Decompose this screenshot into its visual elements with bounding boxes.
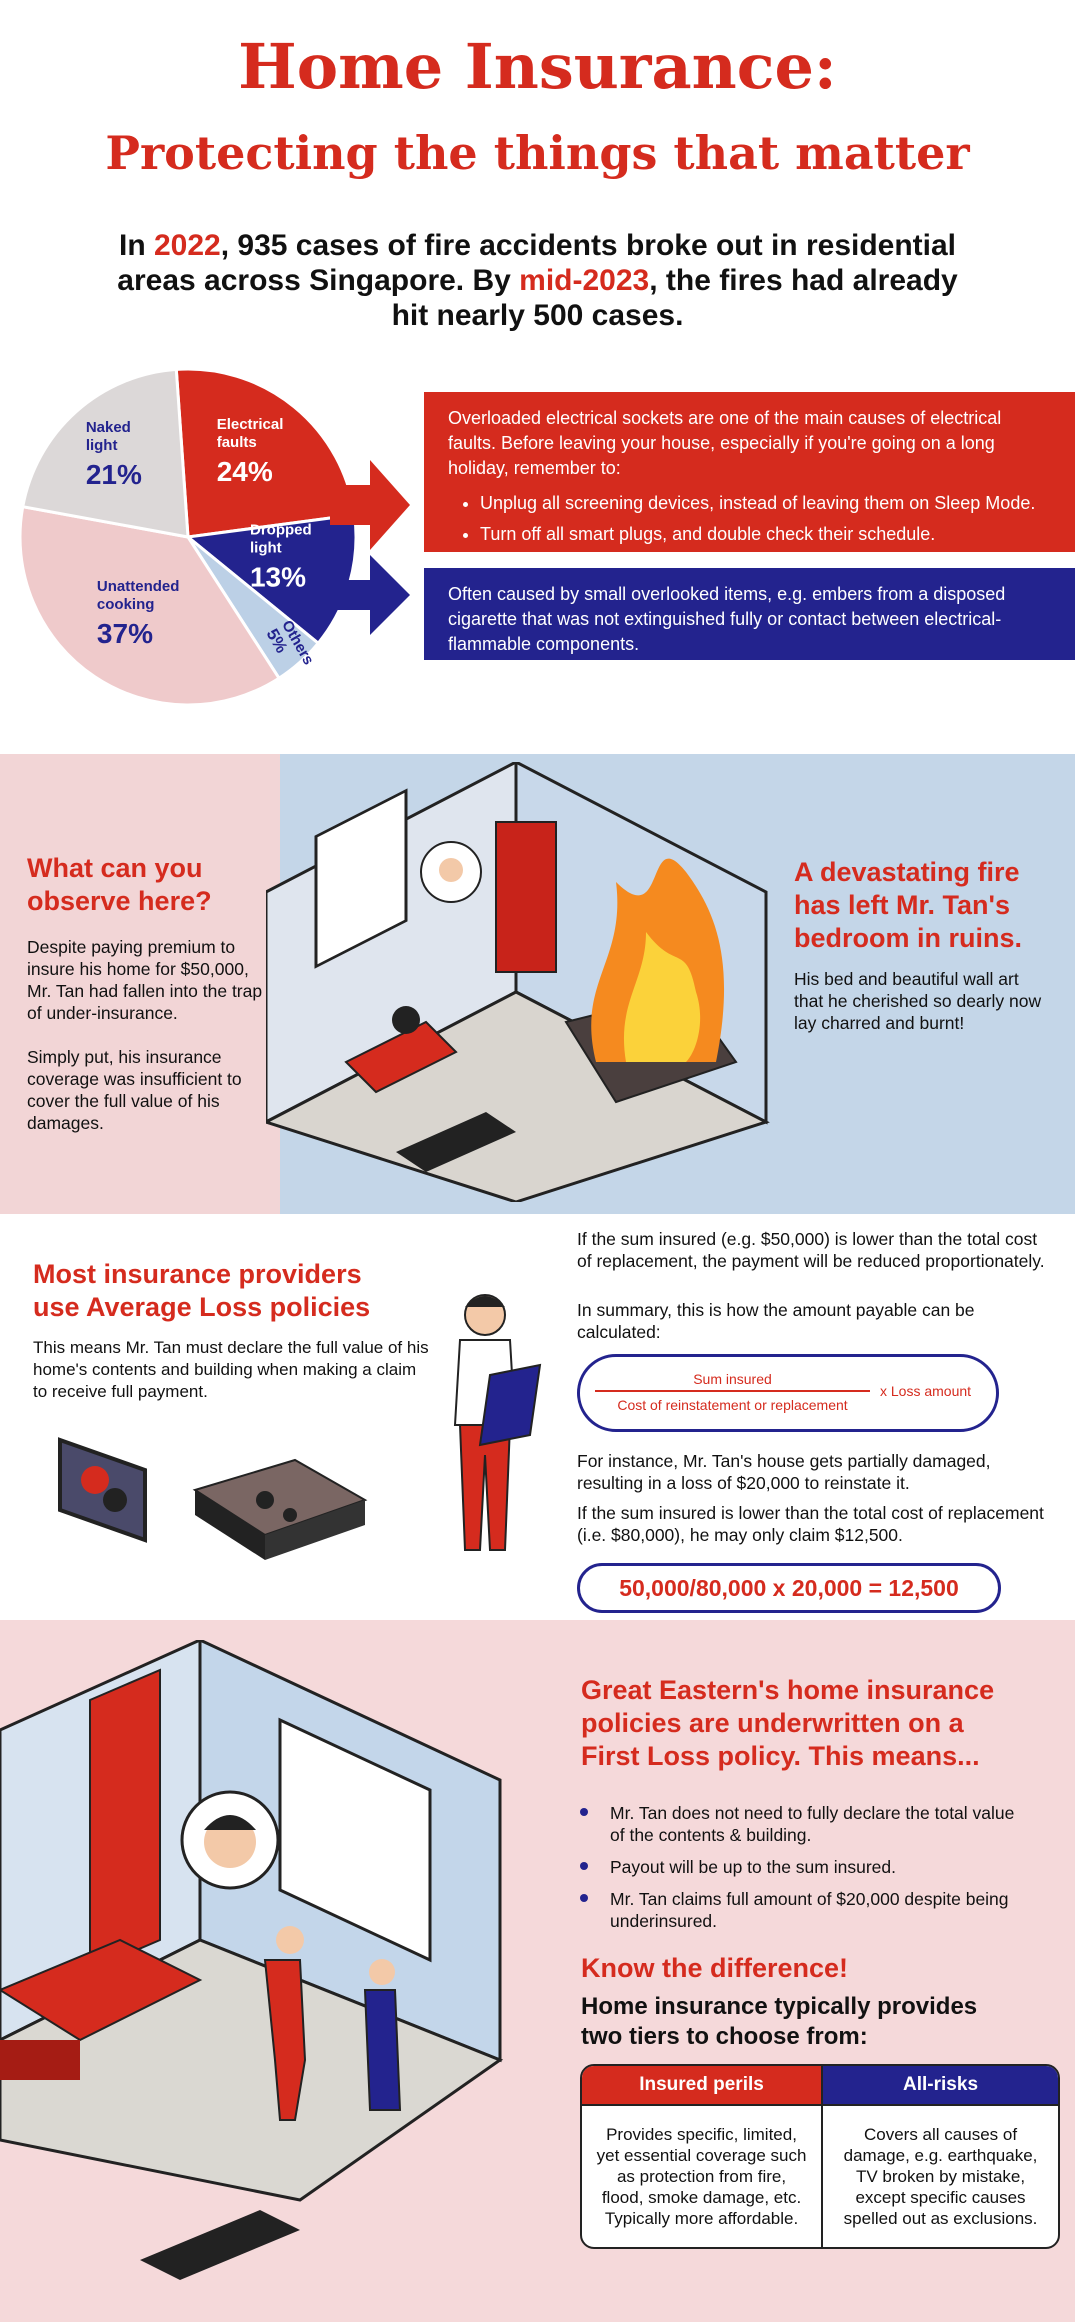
pie-slice-unattended-cooking [18,504,282,707]
intro-text: , 935 cases of fire accidents broke out … [117,229,957,297]
fraction-bar [595,1390,870,1392]
intro-text: In [118,229,154,262]
formula-multiplier: x Loss amount [880,1383,972,1399]
intro-mid: mid-2023 [519,264,650,297]
formula-numerator: Sum insured [693,1371,772,1387]
result-pill: 50,000/80,000 x 20,000 = 12,500 [577,1563,1001,1613]
dropped-light-callout: Often caused by small overlooked items, … [424,568,1075,660]
arrow-electrical-icon [330,460,410,550]
formula-pill: Sum insured Cost of reinstatement or rep… [577,1354,999,1432]
intro-year: 2022 [153,229,221,262]
average-summary: In summary, this is how the amount payab… [577,1300,975,1342]
electrical-callout-text: Overloaded electrical sockets are one of… [448,408,1002,478]
burnt-items-illustration [58,1437,368,1560]
average-example: For instance, Mr. Tan's house gets parti… [577,1451,991,1493]
intro-statement: In 2022, 935 cases of fire accidents bro… [100,228,975,333]
pie-slice-electrical-faults [174,367,357,539]
page-subtitle: Protecting the things that matter [105,126,970,180]
fire-heading: A devastating fire has left Mr. Tan's be… [794,857,1023,953]
formula-denominator: Cost of reinstatement or replacement [617,1397,848,1413]
observe-heading: What can you observe here? [27,853,212,916]
tier-header-all-risks: All-risks [821,2066,1058,2104]
burnt-bedroom-illustration [266,762,770,1202]
first-loss-bullets: Mr. Tan does not need to fully declare t… [576,1802,1016,1942]
first-loss-bullet: Mr. Tan claims full amount of $20,000 de… [576,1888,1016,1932]
fire-paragraph: His bed and beautiful wall art that he c… [794,969,1042,1033]
man-with-tablet-illustration [453,1294,542,1551]
average-loss-heading: Most insurance providers use Average Los… [33,1259,371,1322]
tip-item: Unplug all screening devices, instead of… [480,491,1051,516]
first-loss-bullet: Mr. Tan does not need to fully declare t… [576,1802,1016,1846]
average-loss-paragraph: This means Mr. Tan must declare the full… [33,1338,429,1401]
know-difference-heading: Know the difference! [581,1953,849,1983]
tier-header-insured-perils: Insured perils [582,2066,822,2104]
average-explainer: If the sum insured (e.g. $50,000) is low… [577,1229,1045,1271]
electrical-callout: Overloaded electrical sockets are one of… [424,392,1075,552]
observe-paragraph: Despite paying premium to insure his hom… [27,937,263,1023]
tiers-heading: Home insurance typically provides two ti… [581,1993,978,2050]
observe-section-left-bg [0,754,280,1214]
observe-paragraph: Simply put, his insurance coverage was i… [27,1047,242,1133]
tier-desc-insured-perils: Provides specific, limited, yet essentia… [582,2104,822,2247]
dropped-callout-text: Often caused by small overlooked items, … [448,584,1006,654]
first-loss-bullet: Payout will be up to the sum insured. [576,1856,1016,1878]
callout-arrows [330,460,410,635]
tip-item: Turn off all smart plugs, and double che… [480,522,1051,547]
average-claim: If the sum insured is lower than the tot… [577,1503,1044,1545]
tier-desc-all-risks: Covers all causes of damage, e.g. earthq… [821,2104,1058,2247]
pie-slice-naked-light [21,367,190,539]
intro-text: , the fires had already hit nearly 500 c… [391,264,958,332]
page-title: Home Insurance: [238,30,837,103]
first-loss-heading: Great Eastern's home insurance policies … [581,1675,995,1771]
happy-bedroom-illustration [0,1640,504,2280]
arrow-dropped-icon [330,555,410,635]
